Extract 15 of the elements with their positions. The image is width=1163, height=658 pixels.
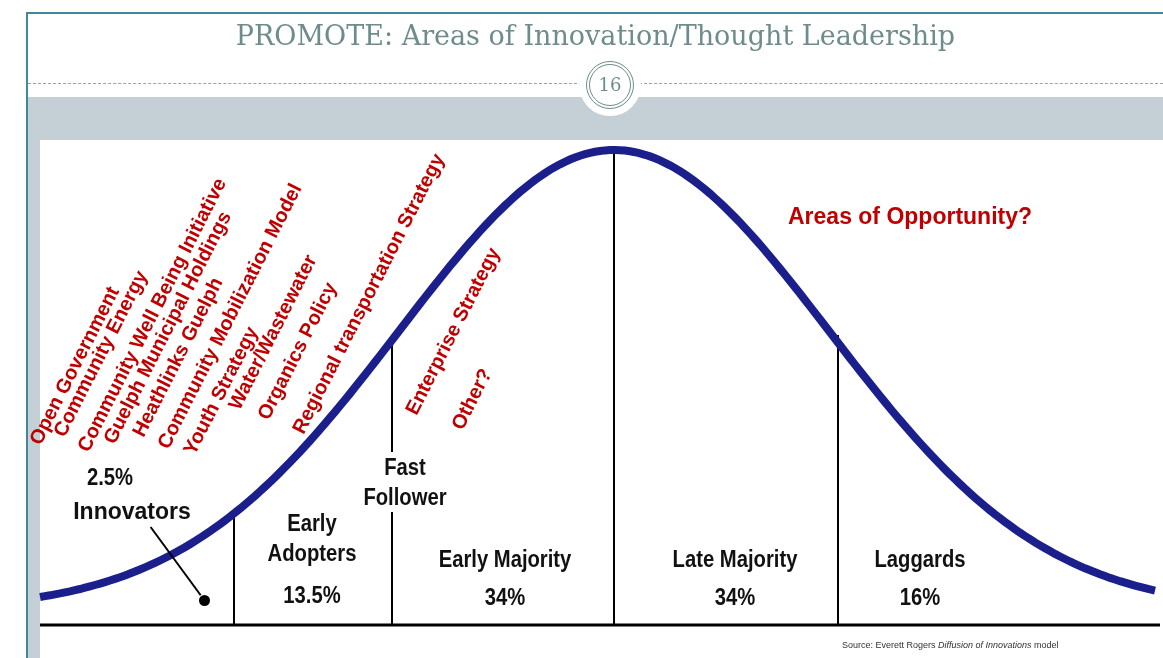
segment-label: Innovators (70, 496, 194, 526)
percentage-label: 34% (483, 583, 527, 612)
percentage-label: 2.5% (85, 463, 135, 492)
point-marker (199, 595, 210, 606)
callout-heading: Areas of Opportunity? (788, 203, 1033, 230)
percentage-label: 13.5% (282, 581, 342, 610)
slide-title: PROMOTE: Areas of Innovation/Thought Leadership (234, 20, 957, 51)
percentage-label: 16% (898, 583, 942, 612)
segment-label: Late Majority (671, 545, 799, 574)
source-note: Source: Everett Rogers Diffusion of Innovations model (842, 640, 1059, 650)
segment-label: Early Adopters (266, 509, 358, 568)
leader-line (149, 526, 202, 597)
segment-label: Early Majority (437, 545, 573, 574)
percentage-label: 34% (713, 583, 757, 612)
segment-label: Laggards (873, 545, 967, 574)
